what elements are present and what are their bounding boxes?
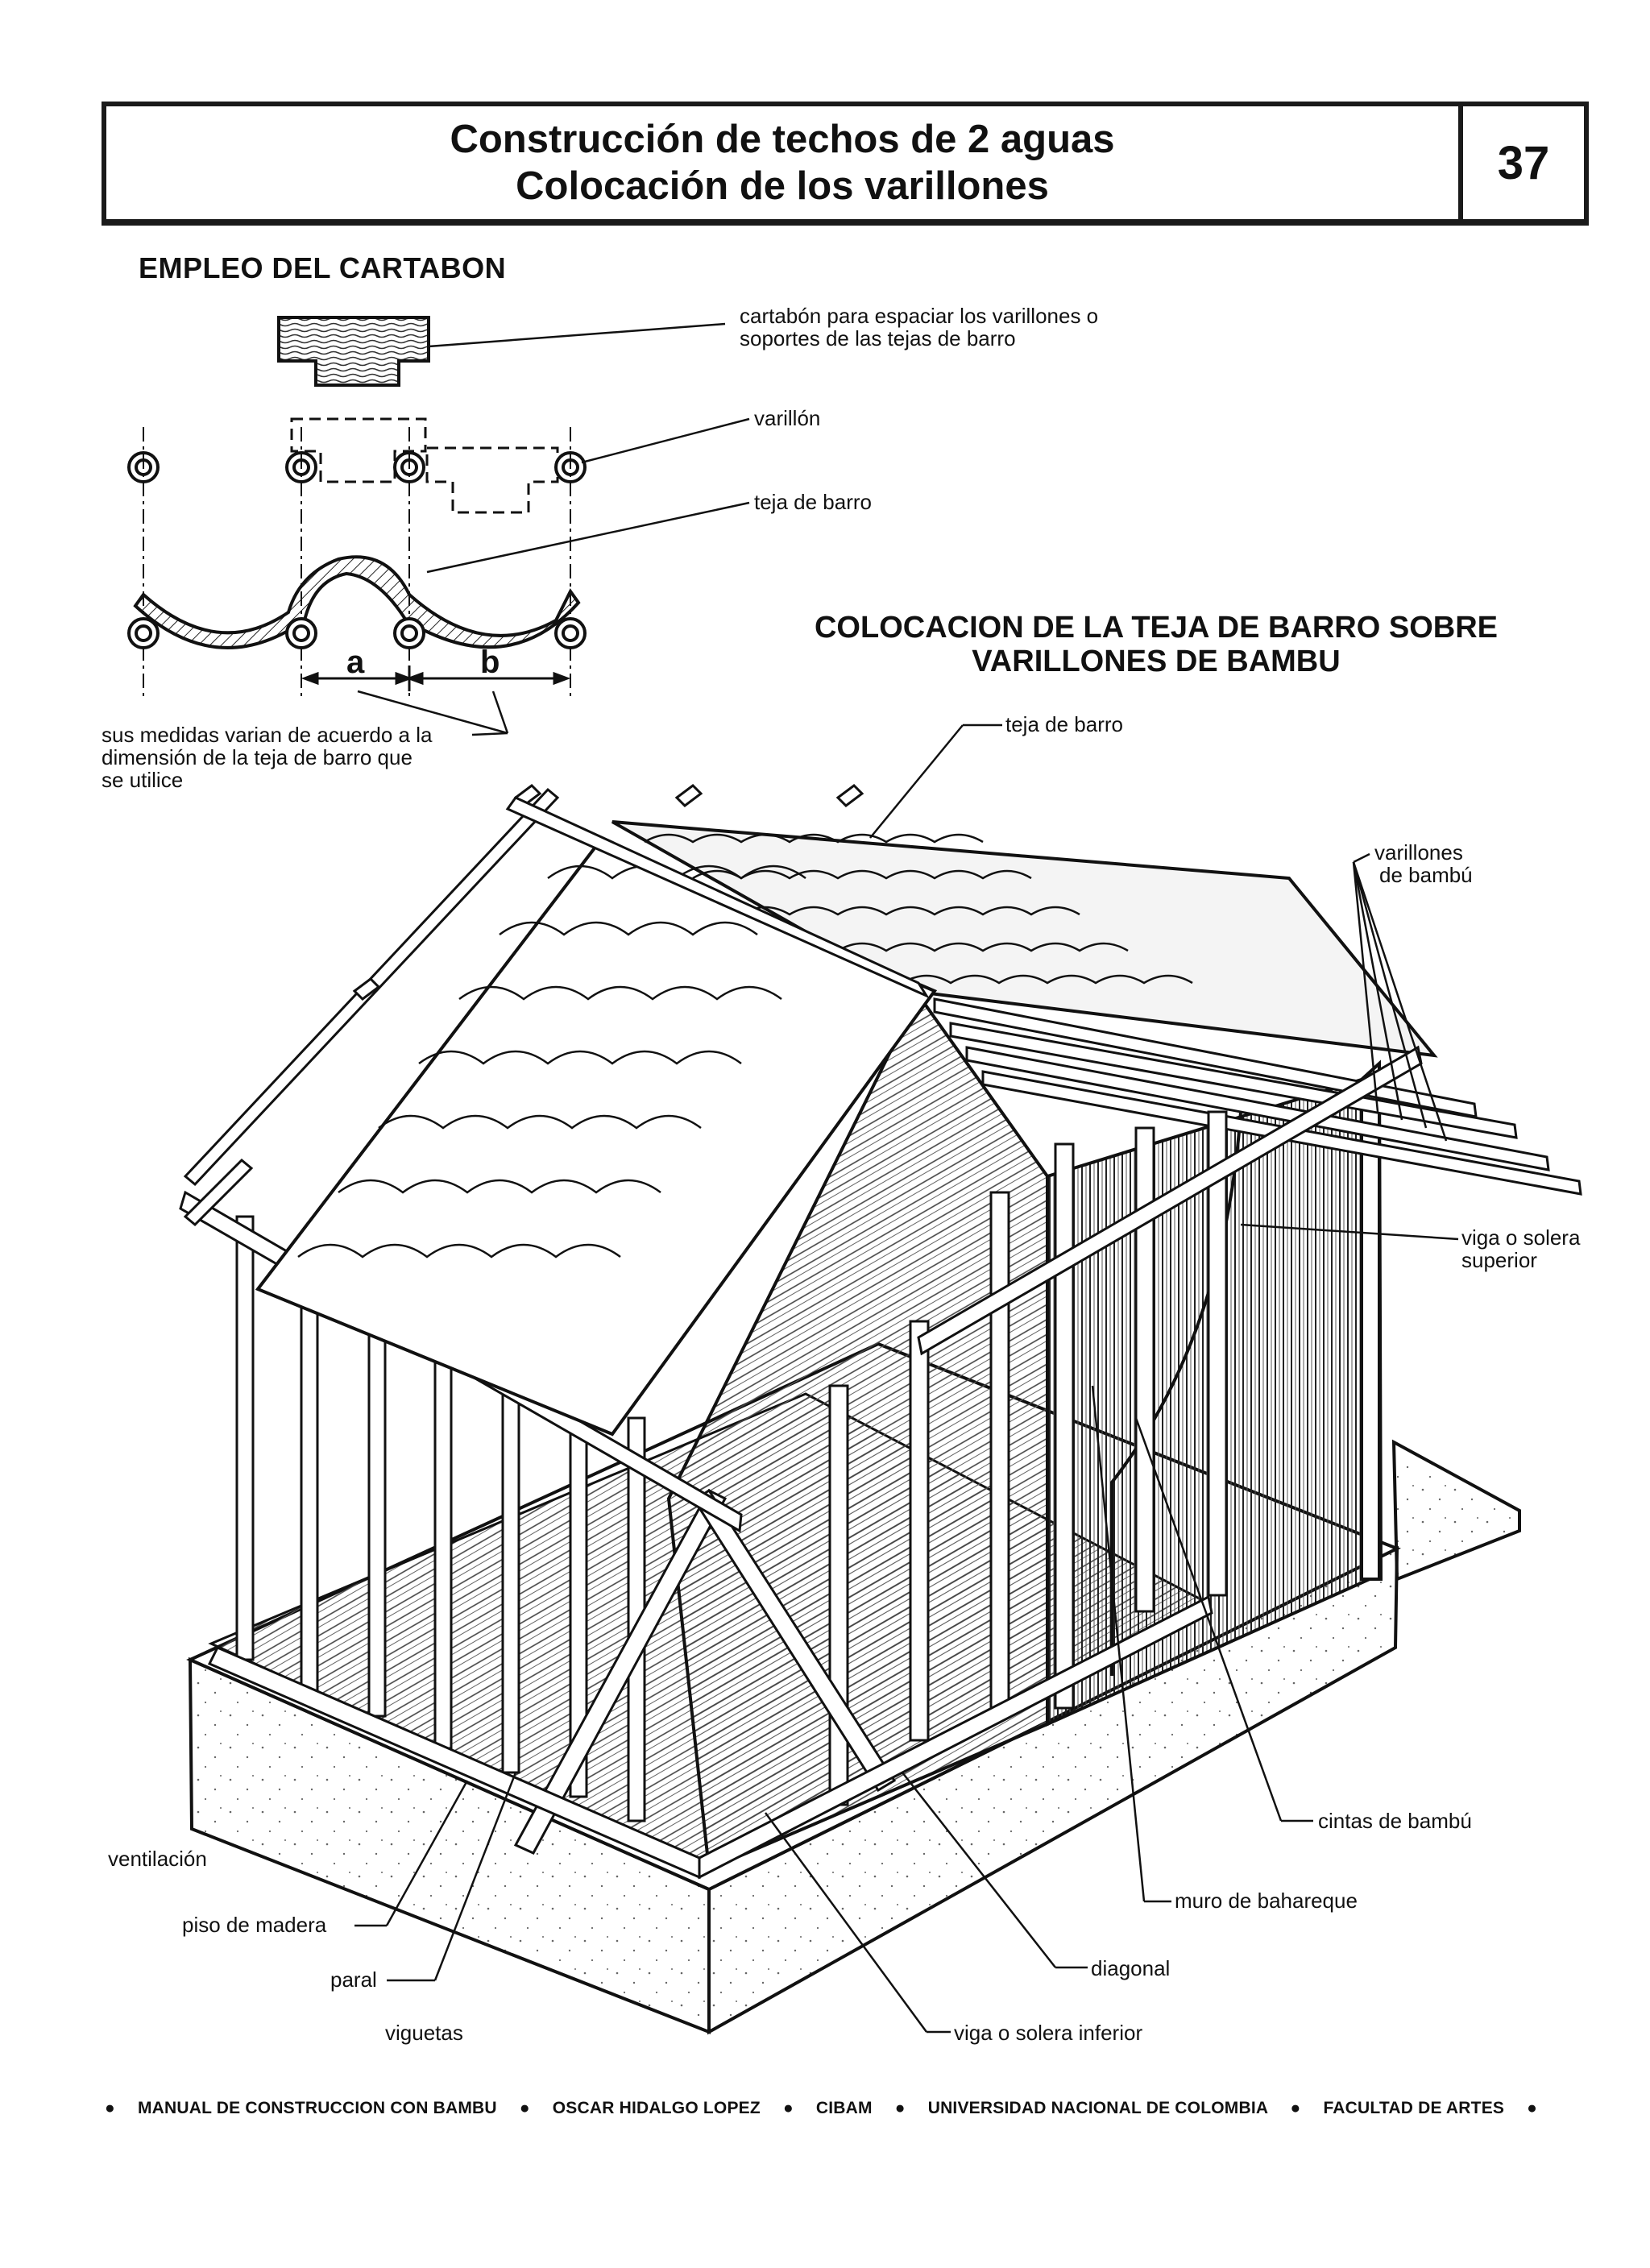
clay-tile-section <box>133 555 581 649</box>
footer-credits: ● MANUAL DE CONSTRUCCION CON BAMBU ● OSC… <box>105 2099 1603 2118</box>
bullet-icon: ● <box>782 2099 794 2117</box>
leader-lines-section1 <box>357 322 750 736</box>
centerlines <box>143 427 571 701</box>
section-heading-cartabon: EMPLEO DEL CARTABON <box>139 251 507 284</box>
varillon-section-row-bottom <box>127 617 587 649</box>
dimension-a: a <box>346 645 365 680</box>
label-piso-de-madera: piso de madera <box>182 1913 327 1937</box>
note-measurements: sus medidas varian de acuerdo a la dimen… <box>102 724 432 791</box>
side-slab <box>1391 1439 1521 1582</box>
note-line1: sus medidas varian de acuerdo a la <box>102 723 433 747</box>
solera-inferior <box>207 1594 1213 1880</box>
label-cartabon-line1: cartabón para espaciar los varillones o <box>740 304 1099 328</box>
title-line-2: Colocación de los varillones <box>516 164 1049 208</box>
diagonal-braces <box>513 1488 897 1855</box>
cartabon-tool <box>277 316 430 387</box>
page-number: 37 <box>1458 106 1584 219</box>
section-heading-line2: VARILLONES DE BAMBU <box>972 645 1341 678</box>
note-line3: se utilice <box>102 768 184 792</box>
ridge-beam <box>505 796 930 999</box>
footer-item: CIBAM <box>815 2099 873 2117</box>
page-title: Construcción de techos de 2 aguas Coloca… <box>106 106 1458 219</box>
section-heading-colocacion: COLOCACION DE LA TEJA DE BARRO SOBRE VAR… <box>749 611 1563 678</box>
bullet-icon: ● <box>519 2099 530 2117</box>
footer-item: FACULTAD DE ARTES <box>1323 2099 1505 2117</box>
title-banner: Construcción de techos de 2 aguas Coloca… <box>102 102 1589 226</box>
bullet-icon: ● <box>105 2099 115 2117</box>
title-line-1: Construcción de techos de 2 aguas <box>450 118 1115 161</box>
label-viga-superior-line2: superior <box>1461 1248 1537 1272</box>
label-muro-de-bahareque: muro de bahareque <box>1175 1889 1358 1913</box>
varillones-front <box>183 784 864 1227</box>
label-cartabon: cartabón para espaciar los varillones o … <box>740 305 1098 350</box>
label-teja-de-barro-detail: teja de barro <box>754 490 872 514</box>
label-paral: paral <box>330 1967 377 1992</box>
footer-item: UNIVERSIDAD NACIONAL DE COLOMBIA <box>927 2099 1268 2117</box>
wall-posts <box>235 1110 1228 1822</box>
label-teja-de-barro: teja de barro <box>1005 712 1123 736</box>
bullet-icon: ● <box>894 2099 906 2117</box>
footer-item: OSCAR HIDALGO LOPEZ <box>552 2099 761 2117</box>
label-varillones-line2: de bambú <box>1379 863 1473 887</box>
section-heading-line1: COLOCACION DE LA TEJA DE BARRO SOBRE <box>814 611 1498 645</box>
label-varillones-de-bambu: varillones de bambú <box>1374 841 1473 886</box>
note-line2: dimensión de la teja de barro que <box>102 745 412 769</box>
label-cartabon-line2: soportes de las tejas de barro <box>740 326 1016 350</box>
label-varillon: varillón <box>754 406 821 430</box>
label-varillones-line1: varillones <box>1374 840 1463 864</box>
varillones-back <box>933 997 1582 1196</box>
dimension-b: b <box>480 645 500 680</box>
label-viga-superior: viga o solera superior <box>1461 1226 1580 1271</box>
label-viga-inferior: viga o solera inferior <box>954 2021 1143 2045</box>
bullet-icon: ● <box>1290 2099 1301 2117</box>
footer-item: MANUAL DE CONSTRUCCION CON BAMBU <box>137 2099 497 2117</box>
label-cintas-de-bambu: cintas de bambú <box>1318 1809 1472 1833</box>
dimension-lines <box>301 665 571 691</box>
label-diagonal: diagonal <box>1091 1956 1171 1980</box>
bullet-icon: ● <box>1527 2099 1538 2117</box>
label-viga-superior-line1: viga o solera <box>1461 1225 1581 1250</box>
label-ventilacion: ventilación <box>108 1847 207 1871</box>
leader-lines-section2 <box>354 724 1459 2034</box>
front-roof-slope <box>255 844 938 1437</box>
label-viguetas: viguetas <box>385 2021 463 2045</box>
front-gable-frame <box>666 992 1049 1872</box>
front-tile-rows <box>297 864 806 1258</box>
varillon-section-row-top <box>127 451 587 483</box>
